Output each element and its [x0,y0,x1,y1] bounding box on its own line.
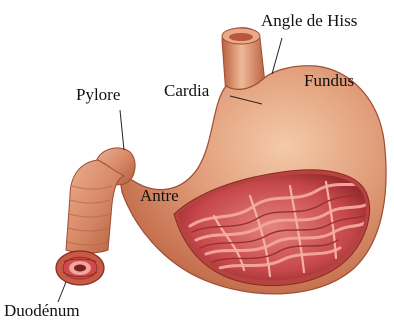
leader-angle-de-hiss [272,38,282,74]
leader-pylore [120,110,124,150]
label-pylore: Pylore [76,86,120,103]
duodenum-tube [66,160,124,253]
label-angle-de-hiss: Angle de Hiss [261,12,357,29]
label-duodenum: Duodénum [4,302,80,319]
label-fundus: Fundus [304,72,354,89]
label-cardia: Cardia [164,82,209,99]
label-antre: Antre [140,187,179,204]
leader-duodenum [58,282,66,302]
